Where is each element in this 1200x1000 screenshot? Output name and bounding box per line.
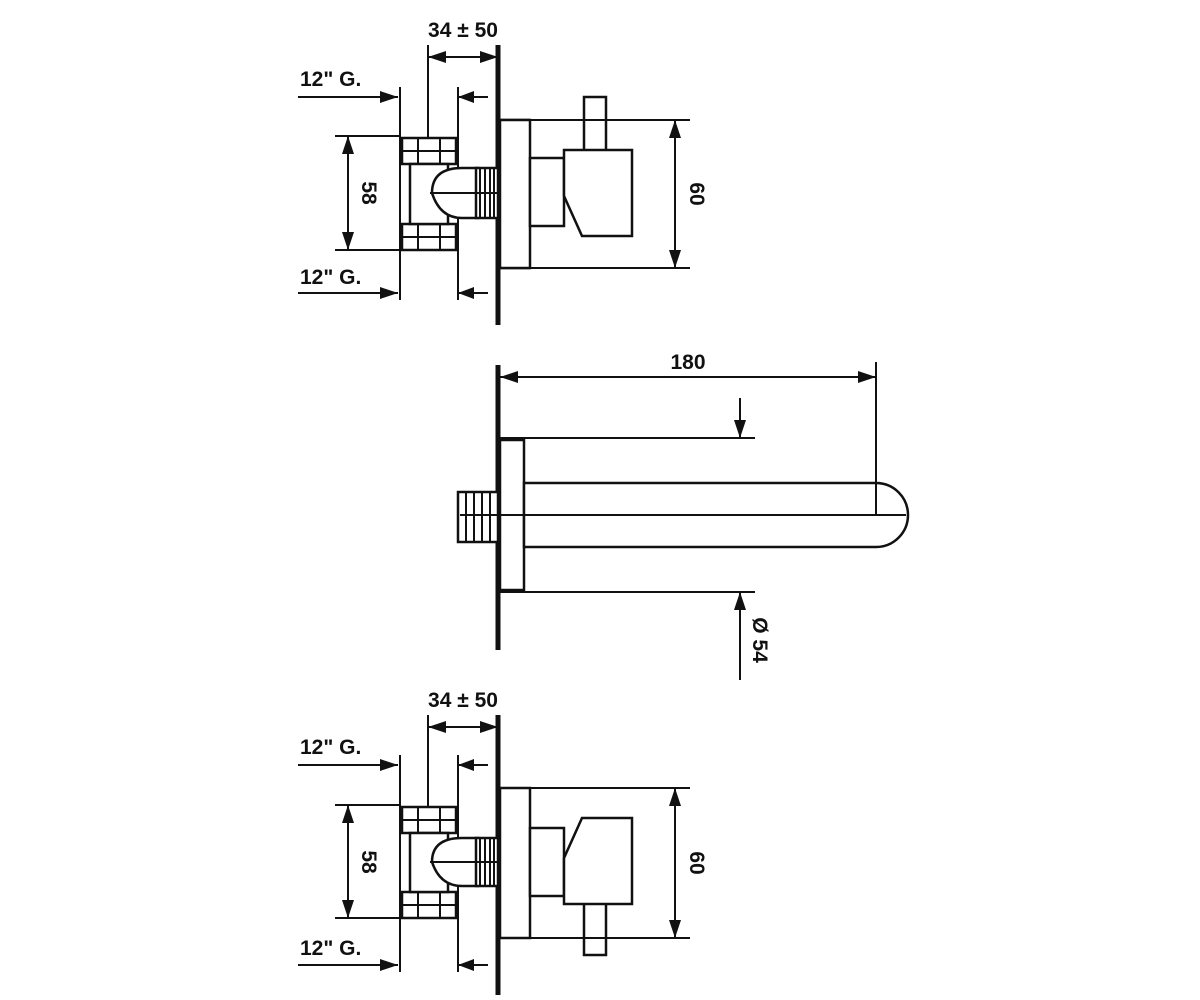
bottom-58-arrow-bottom bbox=[342, 900, 354, 918]
bottom-60-arrow-bottom bbox=[669, 920, 681, 938]
spout-view: 180 Ø 54 bbox=[456, 351, 910, 680]
bottom-plate bbox=[498, 786, 532, 940]
bottom-thread-top-arrow bbox=[380, 759, 398, 771]
bottom-handle-neck bbox=[528, 826, 566, 898]
top-handle-edge bbox=[563, 195, 583, 237]
bottom-58-label: 58 bbox=[357, 850, 380, 874]
bottom-thread-top-label: 12" G. bbox=[300, 736, 361, 759]
top-valve-view: 34 ± 50 12" G. 12" G. 58 bbox=[298, 19, 708, 325]
bottom-depth-arrow-right bbox=[480, 721, 498, 733]
bottom-thread-bottom-label: 12" G. bbox=[300, 937, 361, 960]
top-60-arrow-top bbox=[669, 120, 681, 138]
spout-dia-label: Ø 54 bbox=[748, 617, 771, 663]
bottom-thread-bottom-arrow bbox=[380, 959, 398, 971]
top-ref-arrow-top bbox=[458, 91, 474, 103]
top-depth-label: 34 ± 50 bbox=[428, 19, 498, 42]
top-thread-bottom-arrow bbox=[380, 287, 398, 299]
bottom-handle-body bbox=[562, 816, 634, 906]
bottom-valve-view: 34 ± 50 12" G. 12" G. 58 bbox=[298, 689, 708, 995]
bottom-60-arrow-top bbox=[669, 788, 681, 806]
top-58-label: 58 bbox=[357, 181, 380, 205]
top-60-label: 60 bbox=[685, 182, 708, 205]
top-ref-arrow-bottom bbox=[458, 287, 474, 299]
bottom-58-arrow-top bbox=[342, 805, 354, 823]
top-depth-arrow-left bbox=[428, 51, 446, 63]
top-thread-top-arrow bbox=[380, 91, 398, 103]
top-plate bbox=[498, 118, 532, 270]
top-handle-neck bbox=[528, 156, 566, 228]
spout-dia-arrow-bottom bbox=[734, 592, 746, 610]
bottom-ref-arrow-top bbox=[458, 759, 474, 771]
top-handle-body bbox=[562, 148, 634, 238]
bottom-handle-edge bbox=[563, 817, 583, 859]
top-60-arrow-bottom bbox=[669, 250, 681, 268]
bottom-ref-arrow-bottom bbox=[458, 959, 474, 971]
top-58-arrow-bottom bbox=[342, 232, 354, 250]
spout-dia-arrow-top bbox=[734, 420, 746, 438]
bottom-handle-stem bbox=[582, 898, 608, 957]
spout-180-arrow-left bbox=[500, 371, 518, 383]
top-thread-top-label: 12" G. bbox=[300, 68, 361, 91]
spout-180-label: 180 bbox=[670, 351, 705, 374]
bottom-depth-arrow-left bbox=[428, 721, 446, 733]
spout-thread-stub bbox=[456, 490, 500, 544]
bottom-60-label: 60 bbox=[685, 851, 708, 874]
bottom-depth-label: 34 ± 50 bbox=[428, 689, 498, 712]
top-depth-arrow-right bbox=[480, 51, 498, 63]
top-58-arrow-top bbox=[342, 136, 354, 154]
top-thread-bottom-label: 12" G. bbox=[300, 266, 361, 289]
top-handle-stem bbox=[582, 95, 608, 154]
spout-180-arrow-right bbox=[858, 371, 876, 383]
